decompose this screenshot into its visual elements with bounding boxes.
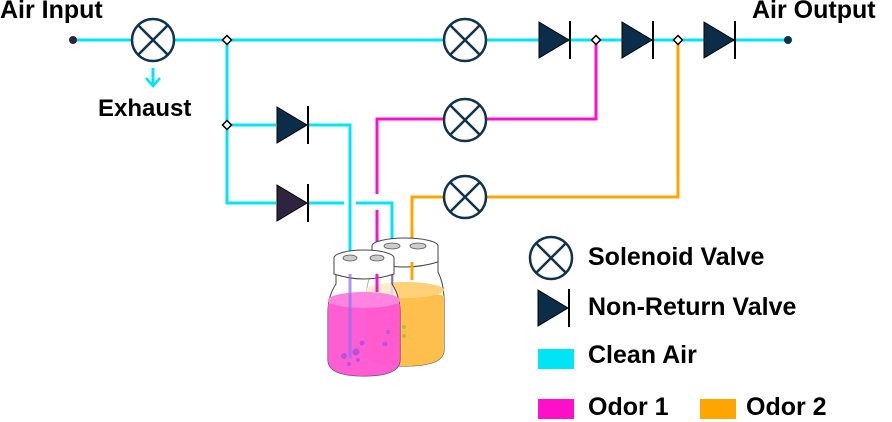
- junction-node: [672, 34, 684, 46]
- air-output-label: Air Output: [752, 0, 876, 24]
- clean-air-lines: [73, 38, 788, 264]
- branch-trunk: [225, 40, 276, 205]
- odor1-jar-line-a: [375, 117, 444, 194]
- junction-node: [590, 34, 602, 46]
- branch2-to-jar2-b: [356, 201, 394, 252]
- odor1-solenoid-valve-icon[interactable]: [442, 97, 488, 143]
- air-input-port: [69, 36, 77, 44]
- odor2-lines: [410, 40, 680, 252]
- odor2-jar-line: [410, 195, 444, 252]
- branch2-non-return-valve-icon: [276, 183, 309, 223]
- legend-clean-air-swatch: [538, 349, 574, 369]
- odor1-return-line: [444, 40, 598, 121]
- legend-odor2-swatch: [700, 399, 736, 419]
- odor2-solenoid-valve-icon[interactable]: [442, 174, 488, 220]
- odor2-return-line: [444, 40, 680, 199]
- bypass-solenoid-valve-icon[interactable]: [442, 17, 488, 63]
- exhaust-label: Exhaust: [98, 95, 192, 122]
- legend-solenoid-valve-icon: [528, 235, 574, 281]
- legend-odor1-swatch: [538, 399, 574, 419]
- main-non-return-valve-3-icon: [703, 20, 736, 60]
- junction-node: [221, 34, 233, 46]
- junction-node: [221, 119, 233, 131]
- main-non-return-valve-1-icon: [538, 20, 571, 60]
- branch1-to-jar1: [308, 123, 352, 264]
- inlet-solenoid-valve-icon[interactable]: [130, 17, 176, 63]
- odor1-jar: [327, 249, 406, 377]
- legend-non-return-valve-icon: [537, 288, 570, 328]
- legend-non-return-valve-label: Non-Return Valve: [588, 293, 797, 321]
- air-output-port: [784, 36, 792, 44]
- odor1-lines: [375, 40, 598, 264]
- exhaust-arrow-head: [145, 77, 161, 88]
- legend-clean-air-label: Clean Air: [588, 341, 697, 369]
- air-input-label: Air Input: [0, 0, 103, 24]
- legend-odor1-label: Odor 1: [588, 393, 669, 421]
- branch1-non-return-valve-icon: [276, 105, 309, 145]
- legend-odor2-label: Odor 2: [746, 393, 827, 421]
- main-non-return-valve-2-icon: [621, 20, 654, 60]
- legend-solenoid-valve-label: Solenoid Valve: [588, 243, 765, 271]
